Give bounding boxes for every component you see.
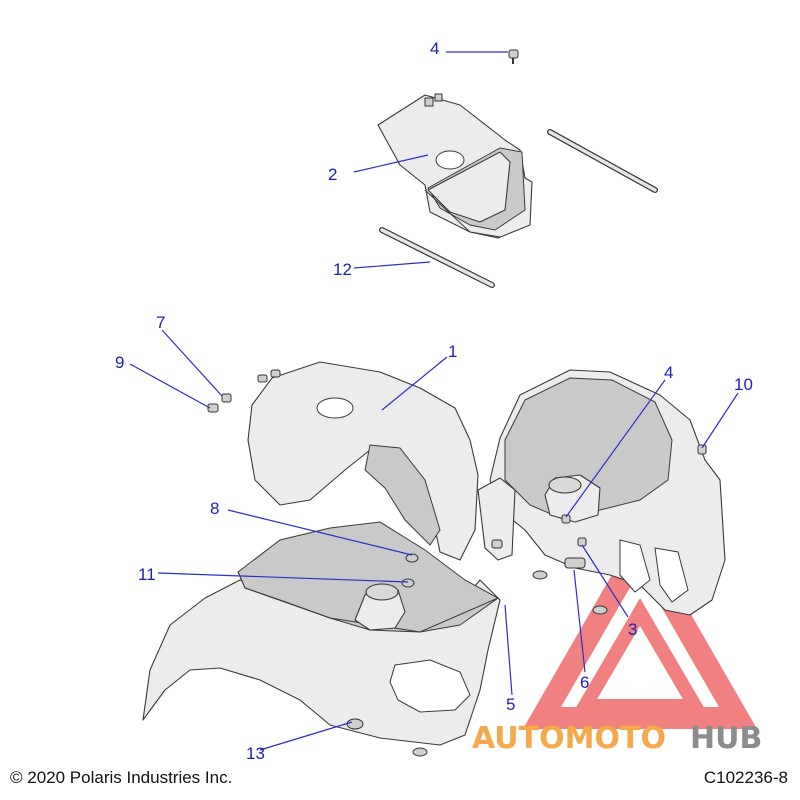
part-2-storage-tray [377,93,533,239]
callout-2: 2 [328,165,337,184]
callout-7: 7 [156,313,165,332]
callout-5: 5 [506,695,515,714]
callout-12: 12 [333,260,352,279]
copyright-text: © 2020 Polaris Industries Inc. [10,768,233,787]
part-1-front-cab [142,361,501,757]
callout-10: 10 [734,375,753,394]
part-rear-cab-right [477,369,726,616]
callout-3: 3 [628,620,637,639]
part-4-fastener-top [508,49,519,64]
part-12-rod-lower [379,227,495,288]
part-7-fastener [221,393,232,403]
part-9-fastener [207,403,219,413]
watermark-text-secondary: HUB [690,721,762,756]
watermark-triangle-inner [572,598,708,713]
callout-9: 9 [115,353,124,372]
callout-11: 11 [138,565,156,584]
leader-lines [129,51,739,751]
callout-4-right: 4 [664,363,673,382]
watermark-logo [522,525,758,729]
part-12-rod-upper [547,129,658,193]
watermark-text-primary: AUTOMOTO [472,721,666,756]
watermark-text: AUTOMOTO HUB [472,721,762,756]
callout-1: 1 [448,342,457,361]
figure-code: C102236-8 [703,768,788,787]
callout-4-top: 4 [430,39,439,58]
watermark-triangle-outer [522,525,758,729]
callout-6: 6 [580,673,589,692]
callout-8: 8 [210,499,219,518]
callout-13: 13 [246,744,265,763]
callout-labels: 1 2 3 4 4 5 6 7 9 10 8 11 12 13 [115,39,753,763]
